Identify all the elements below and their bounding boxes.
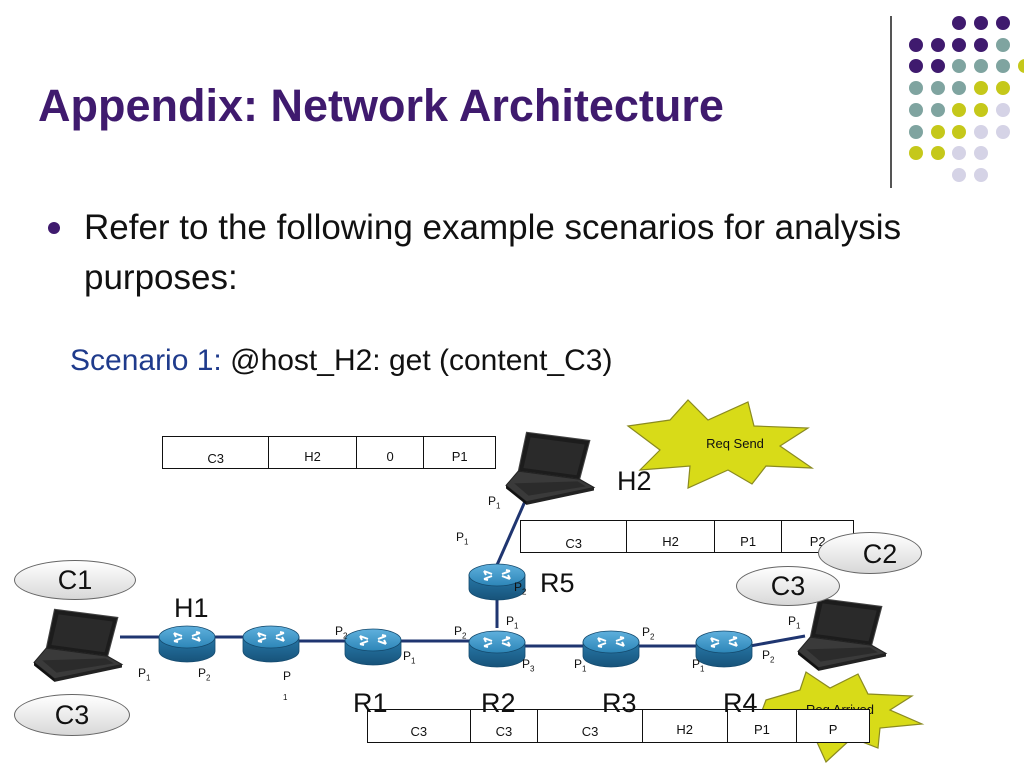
laptop-left <box>33 608 123 682</box>
decorative-dot <box>952 102 967 117</box>
label-r3: R3 <box>602 688 637 718</box>
content-oval-c2: C2 <box>818 532 922 574</box>
decorative-dot <box>952 16 967 30</box>
port-label: P1 <box>692 657 705 674</box>
bullet-text: Refer to the following example scenarios… <box>84 208 902 297</box>
packet-cell: P1 <box>728 710 798 742</box>
decorative-divider <box>890 16 892 188</box>
packet-cell: P1 <box>715 521 783 552</box>
port-label: P1 <box>403 649 416 666</box>
decorative-dot <box>995 81 1010 96</box>
decorative-dot <box>909 37 923 52</box>
port-label: P1 <box>506 614 519 631</box>
router-unlabeled <box>242 625 300 663</box>
decorative-dot <box>930 146 945 161</box>
router-r1 <box>344 628 402 666</box>
packet-cell: C3 <box>471 710 539 742</box>
label-r4: R4 <box>723 688 758 718</box>
packet-middle: C3 H2 P1 P2 <box>520 520 854 553</box>
decorative-dot <box>974 124 989 139</box>
router-r3 <box>582 630 640 668</box>
decorative-dot <box>974 37 989 52</box>
port-label: P1 <box>456 530 469 547</box>
decorative-dot <box>909 59 923 74</box>
packet-bottom: C3 C3 C3 H2 P1 P <box>367 709 870 743</box>
decorative-dot <box>995 124 1010 139</box>
packet-cell: H2 <box>643 710 728 742</box>
packet-cell: H2 <box>627 521 715 552</box>
decorative-dot <box>974 146 989 161</box>
label-r5: R5 <box>540 568 575 598</box>
decorative-dot <box>930 102 945 117</box>
laptop-h2 <box>505 431 595 505</box>
laptop-right <box>797 597 887 671</box>
packet-cell: P <box>828 722 838 737</box>
decorative-dot <box>909 146 923 161</box>
scenario-command: @host_H2: get (content_C3) <box>230 344 613 377</box>
label-h1: H1 <box>174 593 209 623</box>
port-label: P1 <box>488 494 501 511</box>
packet-cell: C3 <box>538 710 643 742</box>
decorative-dot <box>974 102 989 117</box>
decorative-dot <box>952 81 967 96</box>
label-h2: H2 <box>617 466 652 496</box>
packet-cell: 0 <box>357 437 425 468</box>
decorative-dot <box>909 81 923 96</box>
packet-cell: C3 <box>368 710 471 742</box>
req-send-label: Req Send <box>706 436 764 451</box>
decorative-dot <box>974 59 989 74</box>
scenario-line: Scenario 1: @host_H2: get (content_C3) <box>70 344 612 378</box>
decorative-dot <box>995 102 1010 117</box>
req-send-burst <box>626 399 815 489</box>
network-links <box>120 489 806 648</box>
decorative-dot <box>952 146 967 161</box>
decorative-dot <box>995 37 1010 52</box>
decorative-dot <box>952 37 967 52</box>
port-label: P2 <box>514 580 527 597</box>
decorative-dot <box>974 167 989 182</box>
decorative-dot <box>995 59 1010 74</box>
port-label: P3 <box>522 657 535 674</box>
decorative-dot <box>930 81 945 96</box>
packet-cell: P1 <box>451 449 468 464</box>
bullet-marker <box>48 222 60 234</box>
decorative-dot <box>995 16 1010 30</box>
decorative-dot <box>974 81 989 96</box>
port-label: P2 <box>198 666 211 683</box>
decorative-dot <box>974 16 989 30</box>
content-oval-c1: C1 <box>14 560 136 600</box>
decorative-dot <box>930 124 945 139</box>
decorative-dot <box>952 167 967 182</box>
packet-cell: H2 <box>269 437 357 468</box>
packet-cell: C3 <box>163 437 270 468</box>
port-label: P2 <box>335 624 348 641</box>
slide-title: Appendix: Network Architecture <box>38 80 724 131</box>
content-oval-c3-left: C3 <box>14 694 130 736</box>
packet-top: C3 H2 0 P1 <box>162 436 496 469</box>
content-oval-c3-right: C3 <box>736 566 840 606</box>
port-label: P1 <box>574 657 587 674</box>
port-label: P2 <box>454 624 467 641</box>
label-r1: R1 <box>353 688 388 718</box>
label-r2: R2 <box>481 688 516 718</box>
port-label: P1 <box>138 666 151 683</box>
decorative-dot <box>909 124 923 139</box>
router-h1 <box>158 625 216 663</box>
link-r4-c3 <box>749 634 806 648</box>
decorative-dot <box>1017 59 1024 74</box>
decorative-dot <box>952 124 967 139</box>
scenario-label: Scenario 1: <box>70 344 222 377</box>
port-label: P2 <box>762 648 775 665</box>
router-r2 <box>468 630 526 668</box>
decorative-dot <box>930 59 945 74</box>
decorative-dot <box>930 37 945 52</box>
decorative-dot <box>952 59 967 74</box>
port-label: P1 <box>788 614 801 631</box>
decorative-dot <box>909 102 923 117</box>
port-label: P2 <box>642 625 655 642</box>
packet-cell: C3 <box>521 521 628 552</box>
